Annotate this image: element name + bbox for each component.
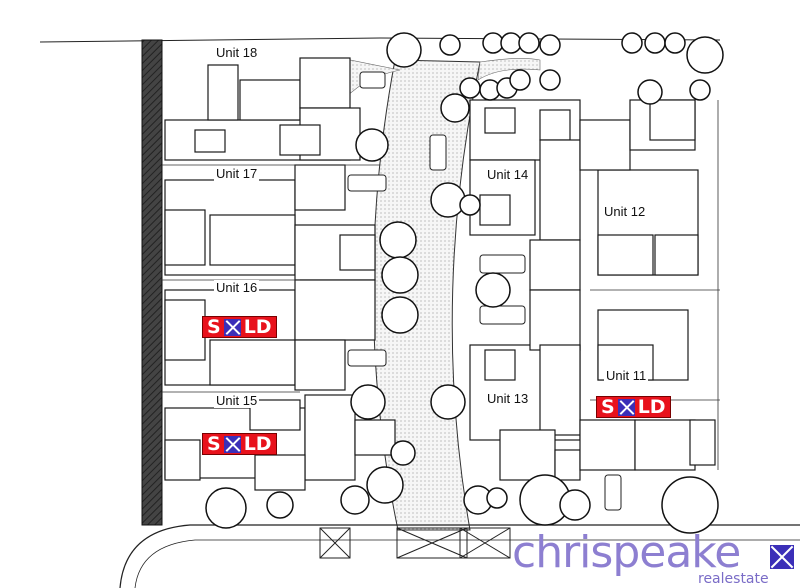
unit-label-14: Unit 14 — [485, 167, 531, 182]
unit-16-footprint — [164, 279, 376, 391]
parked-cars — [347, 71, 622, 511]
sold-x-icon — [223, 435, 241, 453]
boundary-top — [39, 37, 381, 43]
sold-letter-s: S — [207, 433, 221, 455]
unit-12-footprint — [579, 99, 699, 276]
sold-badge-unit-15: S LD — [202, 433, 277, 455]
unit-label-18: Unit 18 — [214, 45, 260, 60]
brand-x-icon — [770, 545, 794, 569]
brand-logo: chrispeake realestate — [512, 527, 800, 588]
unit-18-footprint — [164, 57, 361, 161]
sold-x-icon — [617, 398, 635, 416]
sold-letters-ld: LD — [243, 433, 272, 455]
unit-15-footprint — [164, 394, 396, 491]
sold-letters-ld: LD — [243, 316, 272, 338]
sold-badge-unit-16: S LD — [202, 316, 277, 338]
unit-label-15: Unit 15 — [214, 393, 260, 408]
unit-11-footprint — [579, 309, 716, 471]
brand-name: chrispeake — [512, 527, 741, 578]
road-edge — [119, 524, 800, 588]
unit-label-16: Unit 16 — [214, 280, 260, 295]
sold-badge-unit-11: S LD — [596, 396, 671, 418]
unit-17-footprint — [164, 164, 376, 281]
unit-label-11: Unit 11 — [604, 368, 649, 383]
unit-label-17: Unit 17 — [214, 166, 260, 181]
sold-letter-s: S — [601, 396, 615, 418]
boundary-wall — [141, 39, 163, 526]
sold-letter-s: S — [207, 316, 221, 338]
unit-label-13: Unit 13 — [485, 391, 531, 406]
sold-letters-ld: LD — [637, 396, 666, 418]
brand-subtitle: realestate — [698, 571, 769, 587]
trees — [205, 32, 724, 534]
gate-structures — [319, 527, 511, 559]
sold-x-icon — [223, 318, 241, 336]
central-driveway — [372, 59, 481, 531]
unit-label-12: Unit 12 — [602, 204, 648, 219]
